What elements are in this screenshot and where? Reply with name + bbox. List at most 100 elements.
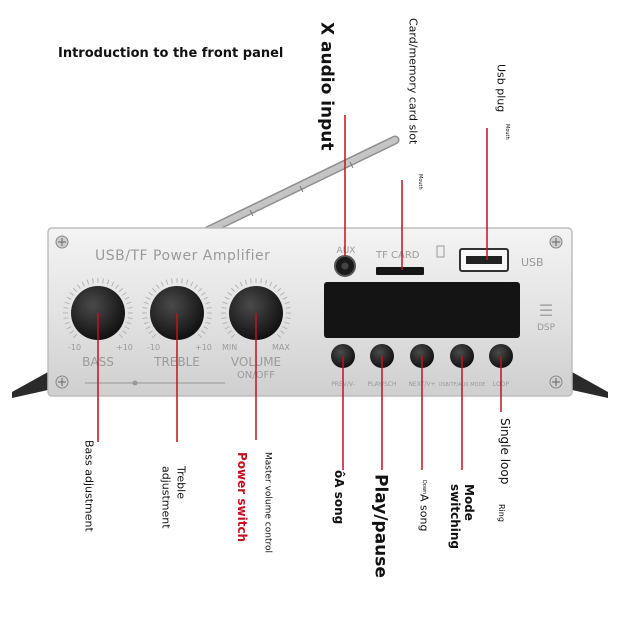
knob-tick bbox=[86, 279, 90, 285]
knob-tick-rings bbox=[63, 278, 291, 339]
knob-tick bbox=[276, 333, 282, 339]
knob-tick bbox=[118, 333, 124, 339]
knob-tick bbox=[148, 292, 154, 296]
knob-tick bbox=[285, 307, 291, 309]
callout-lines bbox=[97, 115, 502, 470]
knob-tick bbox=[106, 279, 110, 285]
knob-tick bbox=[264, 279, 268, 285]
bass-max: +10 bbox=[116, 343, 133, 352]
knob-tick bbox=[282, 296, 288, 300]
dsp-logo: ☰ bbox=[539, 301, 553, 320]
knob-tick bbox=[160, 281, 164, 287]
knob-tick bbox=[142, 317, 148, 319]
knob-tick bbox=[66, 326, 72, 330]
knob-tick bbox=[221, 307, 227, 309]
knob-tick bbox=[142, 307, 148, 309]
knob-tick bbox=[221, 317, 227, 319]
usb-label: USB bbox=[521, 256, 544, 269]
callout-loop-2: Ring bbox=[497, 504, 507, 522]
knob-tick bbox=[190, 281, 194, 287]
knob-tick bbox=[227, 330, 233, 334]
knob-tick bbox=[284, 301, 290, 305]
knob-tick bbox=[102, 278, 104, 284]
knob-tick bbox=[69, 330, 75, 334]
knob-tick bbox=[250, 278, 252, 284]
knob-tick bbox=[205, 321, 211, 325]
callout-card-slot: Card/memory card slot bbox=[406, 18, 420, 145]
knob-tick bbox=[171, 278, 173, 284]
aux-label: AUX bbox=[337, 246, 356, 256]
volume-max: MAX bbox=[272, 343, 290, 352]
knob-tick bbox=[235, 284, 239, 290]
knob-tick bbox=[148, 330, 154, 334]
knob-tick bbox=[64, 301, 70, 305]
knob-tick bbox=[203, 326, 209, 330]
callout-mode-2: switching bbox=[447, 484, 462, 549]
knob-tick bbox=[121, 292, 127, 296]
knob-tick bbox=[206, 307, 212, 309]
knob-tick bbox=[143, 321, 149, 325]
knob-tick bbox=[126, 321, 132, 325]
knob-tick bbox=[206, 317, 212, 319]
knob-tick bbox=[63, 307, 69, 309]
callout-usb-plug: Usb plug bbox=[494, 64, 508, 113]
callout-next-song: A song bbox=[417, 494, 431, 532]
volume-min: MIN bbox=[222, 343, 237, 352]
knob-tick bbox=[127, 317, 133, 319]
knob-tick bbox=[126, 301, 132, 305]
knob-tick bbox=[239, 281, 243, 287]
knob-tick bbox=[69, 292, 75, 296]
knob-tick bbox=[285, 317, 291, 319]
knob-tick bbox=[63, 317, 69, 319]
tf-card-icon bbox=[436, 245, 445, 258]
knob-tick bbox=[276, 287, 282, 293]
treble-max: +10 bbox=[195, 343, 212, 352]
knob-tick bbox=[124, 326, 130, 330]
knob-tick bbox=[118, 287, 124, 293]
knob-tick bbox=[194, 284, 198, 290]
callout-prev-song: ôA song bbox=[331, 470, 346, 525]
knob-tick bbox=[151, 287, 157, 293]
callout-loop-1: Single loop bbox=[497, 418, 512, 485]
screws bbox=[55, 235, 563, 389]
knob-tick bbox=[244, 279, 248, 285]
knob-tick bbox=[77, 284, 81, 290]
knob-tick bbox=[92, 278, 94, 284]
knob-tick bbox=[111, 281, 115, 287]
tf-card-slot[interactable] bbox=[376, 267, 424, 275]
knob-tick bbox=[200, 292, 206, 296]
knob-tick bbox=[222, 321, 228, 325]
antenna bbox=[200, 135, 400, 237]
knob-tick bbox=[165, 279, 169, 285]
knob-tick bbox=[145, 296, 151, 300]
knob-tick bbox=[185, 279, 189, 285]
knob-tick bbox=[197, 287, 203, 293]
knob-tick bbox=[81, 281, 85, 287]
callout-master-volume: Master volume control bbox=[262, 452, 273, 553]
knob-tick bbox=[200, 330, 206, 334]
callout-treble-2: adjustment bbox=[159, 466, 173, 529]
callout-treble-1: Treble bbox=[174, 466, 188, 499]
dsp-label: DSP bbox=[537, 323, 556, 333]
knob-tick bbox=[197, 333, 203, 339]
led-display bbox=[324, 282, 520, 338]
knob-tick bbox=[279, 292, 285, 296]
knob-tick bbox=[151, 333, 157, 339]
knob-tick bbox=[145, 326, 151, 330]
callout-usb-plug-small: Mouth bbox=[503, 124, 510, 140]
page-title: Introduction to the front panel bbox=[58, 46, 284, 61]
knob-tick bbox=[72, 287, 78, 293]
knob-tick bbox=[127, 307, 133, 309]
treble-min: -10 bbox=[147, 343, 160, 352]
callout-mode-1: Mode bbox=[461, 484, 476, 521]
knob-tick bbox=[115, 284, 119, 290]
knob-tick bbox=[279, 330, 285, 334]
knob-tick bbox=[64, 321, 70, 325]
knob-tick bbox=[230, 287, 236, 293]
knob-tick bbox=[181, 278, 183, 284]
callout-x-audio-input: X audio input bbox=[316, 22, 337, 151]
callout-card-slot-small: Mouth bbox=[416, 174, 423, 190]
knob-tick bbox=[269, 281, 273, 287]
